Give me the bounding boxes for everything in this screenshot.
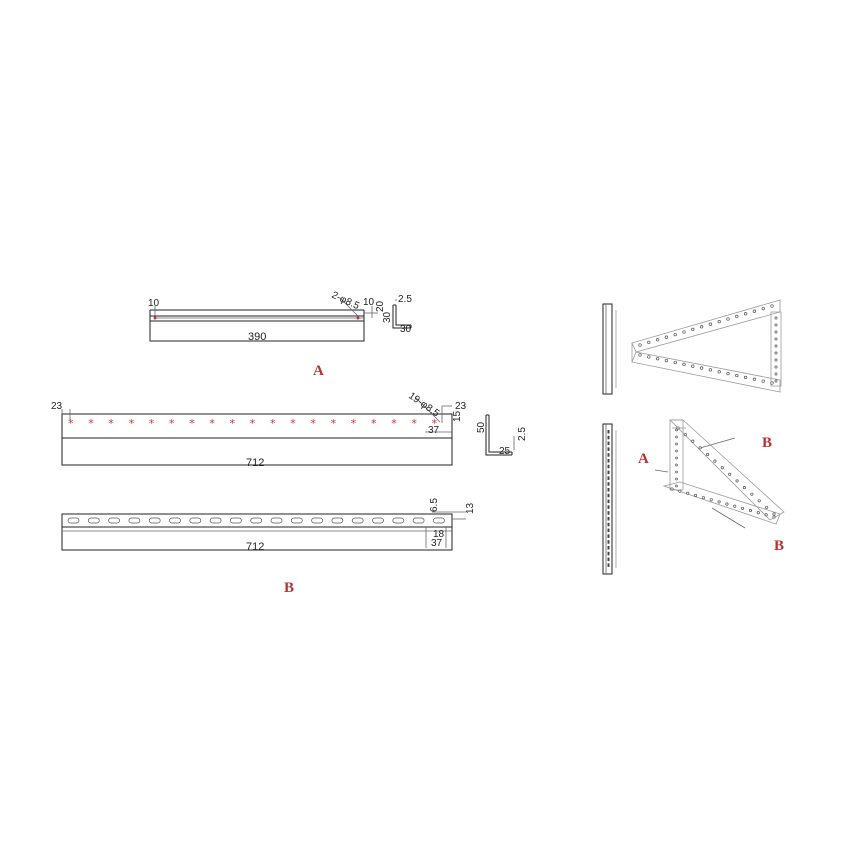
drawing-a-thickness: 2.5 bbox=[398, 294, 412, 305]
drawing-a-length: 390 bbox=[248, 331, 266, 343]
drawing-b1-holes: * * * * * * * * * * * * * * * * * * * bbox=[68, 417, 438, 430]
drawing-b1-small-dim: 15 bbox=[452, 410, 463, 422]
b2-slot bbox=[169, 517, 181, 524]
b1-hole-mark: * bbox=[270, 417, 276, 430]
drawing-a-profile-side: 30 bbox=[400, 324, 412, 335]
side-view-long-bar bbox=[602, 423, 617, 575]
b1-hole-mark: * bbox=[230, 417, 236, 430]
b1-hole-mark: * bbox=[290, 417, 296, 430]
drawing-b2-slot-offset: 6.5 bbox=[429, 498, 440, 512]
b2-slot bbox=[87, 517, 100, 524]
b2-slot bbox=[372, 517, 384, 524]
triangle-frame-bottom bbox=[654, 419, 785, 529]
b1-hole-mark: * bbox=[88, 417, 94, 430]
drawing-b1-end-gap: 37 bbox=[428, 425, 440, 436]
assembly-label-b-top: B bbox=[762, 435, 772, 451]
b1-hole-mark: * bbox=[169, 417, 175, 430]
b1-hole-mark: * bbox=[411, 417, 417, 430]
drawing-b1-profile: 50 25 2.5 bbox=[476, 414, 528, 457]
drawing-b2-small-dim: 18 bbox=[433, 529, 445, 540]
drawing-b1-edge-left: 23 bbox=[51, 401, 63, 412]
b2-slot bbox=[433, 517, 445, 524]
assembly-label-a: A bbox=[638, 451, 649, 467]
drawing-b2: 6.5 13 18 37 712 bbox=[61, 498, 476, 553]
drawing-a-hole-right bbox=[356, 316, 360, 320]
b2-slot bbox=[108, 517, 120, 524]
b1-hole-mark: * bbox=[209, 417, 215, 430]
b1-hole-mark: * bbox=[351, 417, 357, 430]
drawing-a-profile: 20 30 2.5 30 bbox=[375, 294, 412, 335]
b2-slot bbox=[311, 517, 323, 524]
drawing-a-profile-height: 20 bbox=[375, 300, 386, 312]
b2-slot bbox=[128, 517, 141, 524]
assembly-views: A B B bbox=[602, 299, 785, 575]
b1-hole-mark: * bbox=[371, 417, 377, 430]
b2-slot bbox=[67, 517, 80, 524]
b1-hole-mark: * bbox=[250, 417, 256, 430]
drawing-b1-hole-spec: 19-φ8.5 bbox=[406, 390, 441, 419]
drawing-b2-slots bbox=[67, 517, 445, 524]
drawing-a-profile-width: 30 bbox=[382, 311, 393, 323]
b2-slot bbox=[250, 517, 263, 524]
part-label-a: A bbox=[313, 363, 324, 379]
drawing-a-hole-left bbox=[153, 316, 157, 320]
drawing-a: 10 2-φ8.5 10 390 A 20 30 2.5 30 bbox=[148, 290, 412, 379]
b2-slot bbox=[270, 517, 283, 524]
b2-slot bbox=[351, 517, 364, 524]
drawing-b2-end-gap: 37 bbox=[431, 538, 443, 549]
b1-hole-mark: * bbox=[108, 417, 114, 430]
drawing-a-hole-spec: 2-φ8.5 bbox=[330, 290, 362, 313]
b1-hole-mark: * bbox=[149, 417, 155, 430]
drawing-b1-profile-height: 50 bbox=[476, 421, 487, 433]
drawing-b1-profile-width: 25 bbox=[499, 446, 511, 457]
b1-hole-mark: * bbox=[391, 417, 397, 430]
b2-slot bbox=[209, 517, 222, 524]
b1-hole-mark: * bbox=[68, 417, 74, 430]
b2-slot bbox=[412, 517, 425, 524]
assembly-label-b-bottom: B bbox=[774, 538, 784, 554]
part-label-b: B bbox=[284, 580, 294, 596]
b1-hole-mark: * bbox=[331, 417, 337, 430]
drawing-a-bar bbox=[149, 320, 365, 342]
b1-hole-mark: * bbox=[129, 417, 135, 430]
b1-hole-mark: * bbox=[189, 417, 195, 430]
drawing-b2-length: 712 bbox=[246, 541, 264, 553]
triangle-frame-top bbox=[631, 299, 782, 393]
drawing-a-end-offset: 10 bbox=[363, 297, 375, 308]
drawing-b1: 23 23 19-φ8.5 37 15 712 ****************… bbox=[51, 390, 528, 469]
b2-slot bbox=[189, 517, 202, 524]
b2-slot bbox=[230, 517, 242, 524]
b2-slot bbox=[392, 517, 405, 524]
drawing-b2-slot-width: 13 bbox=[465, 502, 476, 514]
drawing-b1-thickness: 2.5 bbox=[517, 427, 528, 441]
b2-slot bbox=[331, 517, 344, 524]
drawing-b1-length: 712 bbox=[246, 457, 264, 469]
side-view-short-bar bbox=[602, 303, 617, 395]
b1-hole-mark: * bbox=[310, 417, 316, 430]
b1-hole-mark: * bbox=[432, 417, 438, 430]
b2-slot bbox=[290, 517, 303, 524]
drawing-a-edge-offset: 10 bbox=[148, 298, 160, 309]
b2-slot bbox=[148, 517, 161, 524]
drawing-b1-edge-right: 23 bbox=[455, 401, 467, 412]
